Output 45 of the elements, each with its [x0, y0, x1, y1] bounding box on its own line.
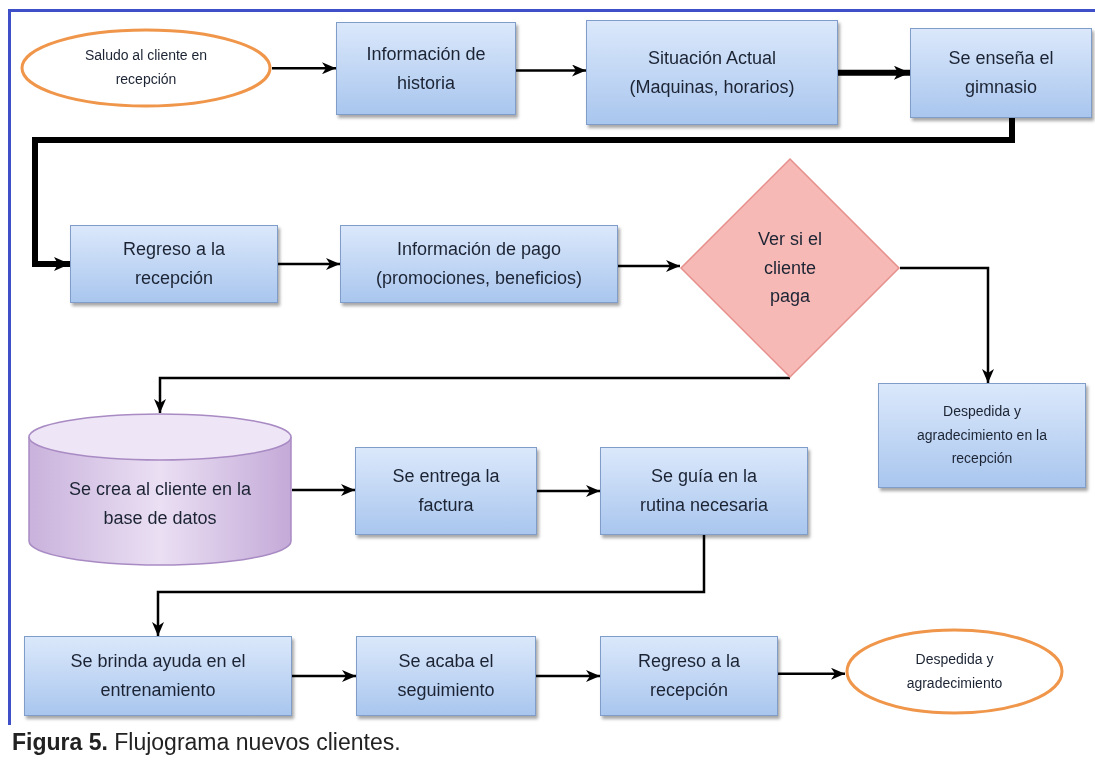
- arrow: [537, 485, 600, 497]
- arrow: [32, 118, 1015, 271]
- step-label: Regreso a la recepción: [636, 650, 742, 702]
- step-label: Se crea al cliente en la base de datos: [67, 478, 253, 530]
- arrow: [292, 484, 355, 496]
- process-box: [356, 636, 536, 716]
- step-label: Se brinda ayuda en el entrenamiento: [69, 650, 247, 702]
- process-box: [586, 20, 838, 125]
- arrow: [154, 376, 792, 413]
- step-label: Despedida y agradecimiento: [905, 649, 1004, 693]
- step-label: Se enseña el gimnasio: [947, 47, 1055, 99]
- arrow: [272, 62, 336, 75]
- process-box: [24, 636, 292, 716]
- step-label: Situación Actual (Maquinas, horarios): [628, 46, 796, 99]
- arrow: [536, 670, 600, 682]
- process-box: [600, 636, 778, 716]
- step-label: Información de historia: [365, 42, 487, 95]
- terminal-ellipse: [845, 628, 1064, 715]
- process-box: [355, 447, 537, 535]
- step-label: Se entrega la factura: [391, 465, 501, 517]
- arrow: [292, 670, 356, 682]
- step-label: Regreso a la recepción: [121, 238, 227, 290]
- arrow: [278, 258, 340, 270]
- arrow: [838, 65, 910, 80]
- arrow: [516, 64, 586, 77]
- process-box: [336, 22, 516, 115]
- process-box: [70, 225, 278, 303]
- database-cylinder: [28, 413, 292, 565]
- step-label: Información de pago (promociones, beneficios): [374, 238, 584, 290]
- figure-caption: Figura 5. Flujograma nuevos clientes.: [12, 729, 401, 756]
- step-label: Saludo al cliente en recepción: [83, 46, 209, 89]
- decision-diamond: [680, 158, 900, 378]
- terminal-ellipse: [20, 28, 272, 108]
- arrow: [900, 266, 994, 383]
- process-box: [600, 447, 808, 535]
- arrow: [152, 535, 706, 636]
- arrow: [778, 667, 845, 680]
- step-label: Despedida y agradecimiento en la recepción: [916, 401, 1048, 469]
- step-label: Se guía en la rutina necesaria: [638, 465, 770, 517]
- step-label: Se acaba el seguimiento: [396, 650, 496, 702]
- process-box: [340, 225, 618, 303]
- arrow: [618, 260, 680, 272]
- process-box: [878, 383, 1086, 488]
- process-box: [910, 28, 1092, 118]
- step-label: Ver si el cliente paga: [757, 227, 823, 309]
